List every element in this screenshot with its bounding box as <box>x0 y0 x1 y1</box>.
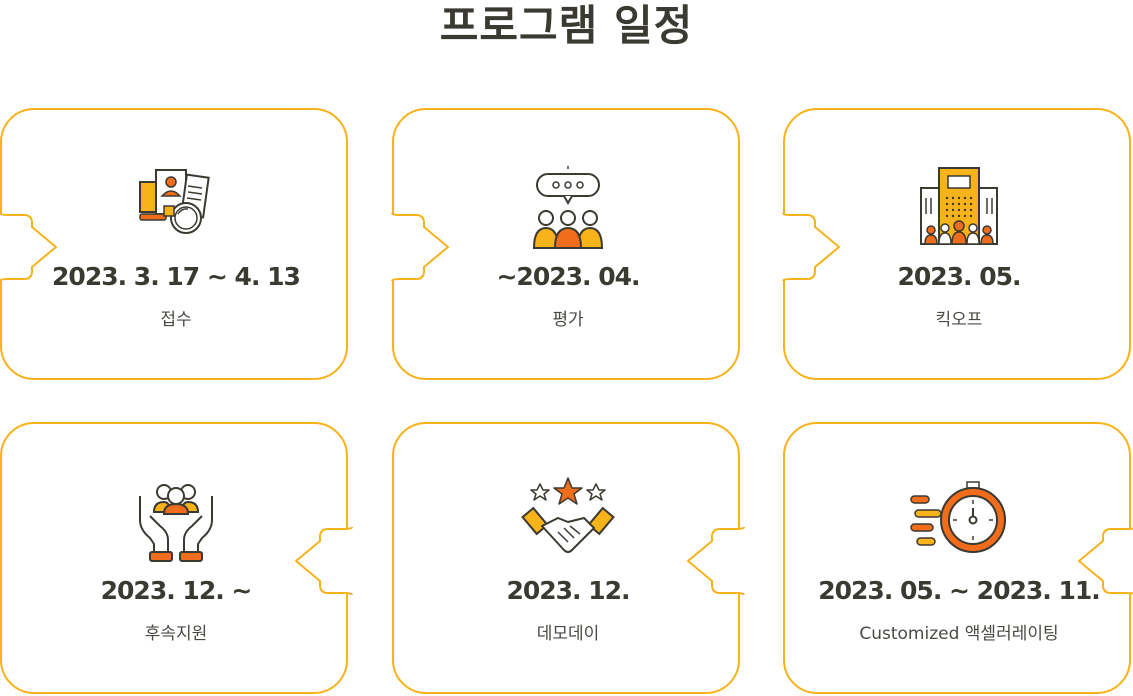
schedule-date: 2023. 12. <box>506 576 630 605</box>
schedule-date: 2023. 05. ~ 2023. 11. <box>818 576 1101 605</box>
schedule-date: ~2023. 04. <box>496 262 640 291</box>
handshake-stars-icon <box>521 477 615 553</box>
applications-icon <box>139 169 210 234</box>
arrow-right-notch-icon <box>779 212 840 282</box>
schedule-label: Customized 액셀러레이팅 <box>859 624 1059 644</box>
discussion-group-icon <box>532 166 604 249</box>
arrow-left-notch-icon <box>687 526 748 596</box>
schedule-date: 2023. 3. 17 ~ 4. 13 <box>52 262 301 291</box>
schedule-date: 2023. 12. ~ <box>100 576 253 605</box>
schedule-card-kickoff: 2023. 05. 킥오프 <box>779 108 1131 380</box>
schedule-date: 2023. 05. <box>897 262 1021 291</box>
schedule-card-follow-up-support: 2023. 12. ~ 후속지원 <box>0 422 356 694</box>
schedule-card-evaluation: ~2023. 04. 평가 <box>388 108 740 380</box>
arrow-left-notch-icon <box>295 526 356 596</box>
schedule-label: 접수 <box>160 310 192 330</box>
schedule-label: 킥오프 <box>935 310 983 330</box>
arrow-left-notch-icon <box>1078 527 1133 595</box>
schedule-label: 후속지원 <box>144 624 208 644</box>
page-title: 프로그램 일정 <box>439 1 694 50</box>
schedule-label: 평가 <box>552 310 584 330</box>
speed-stopwatch-icon <box>910 481 1006 553</box>
schedule-card-application: 2023. 3. 17 ~ 4. 13 접수 <box>0 108 348 380</box>
arrow-right-notch-icon <box>0 212 57 282</box>
schedule-label: 데모데이 <box>536 624 600 644</box>
building-team-icon <box>920 167 998 245</box>
arrow-right-notch-icon <box>388 212 449 282</box>
support-hands-icon <box>139 484 213 562</box>
schedule-card-demo-day: 2023. 12. 데모데이 <box>392 422 748 694</box>
schedule-card-customized-accelerating: 2023. 05. ~ 2023. 11. Customized 액셀러레이팅 <box>783 422 1133 694</box>
